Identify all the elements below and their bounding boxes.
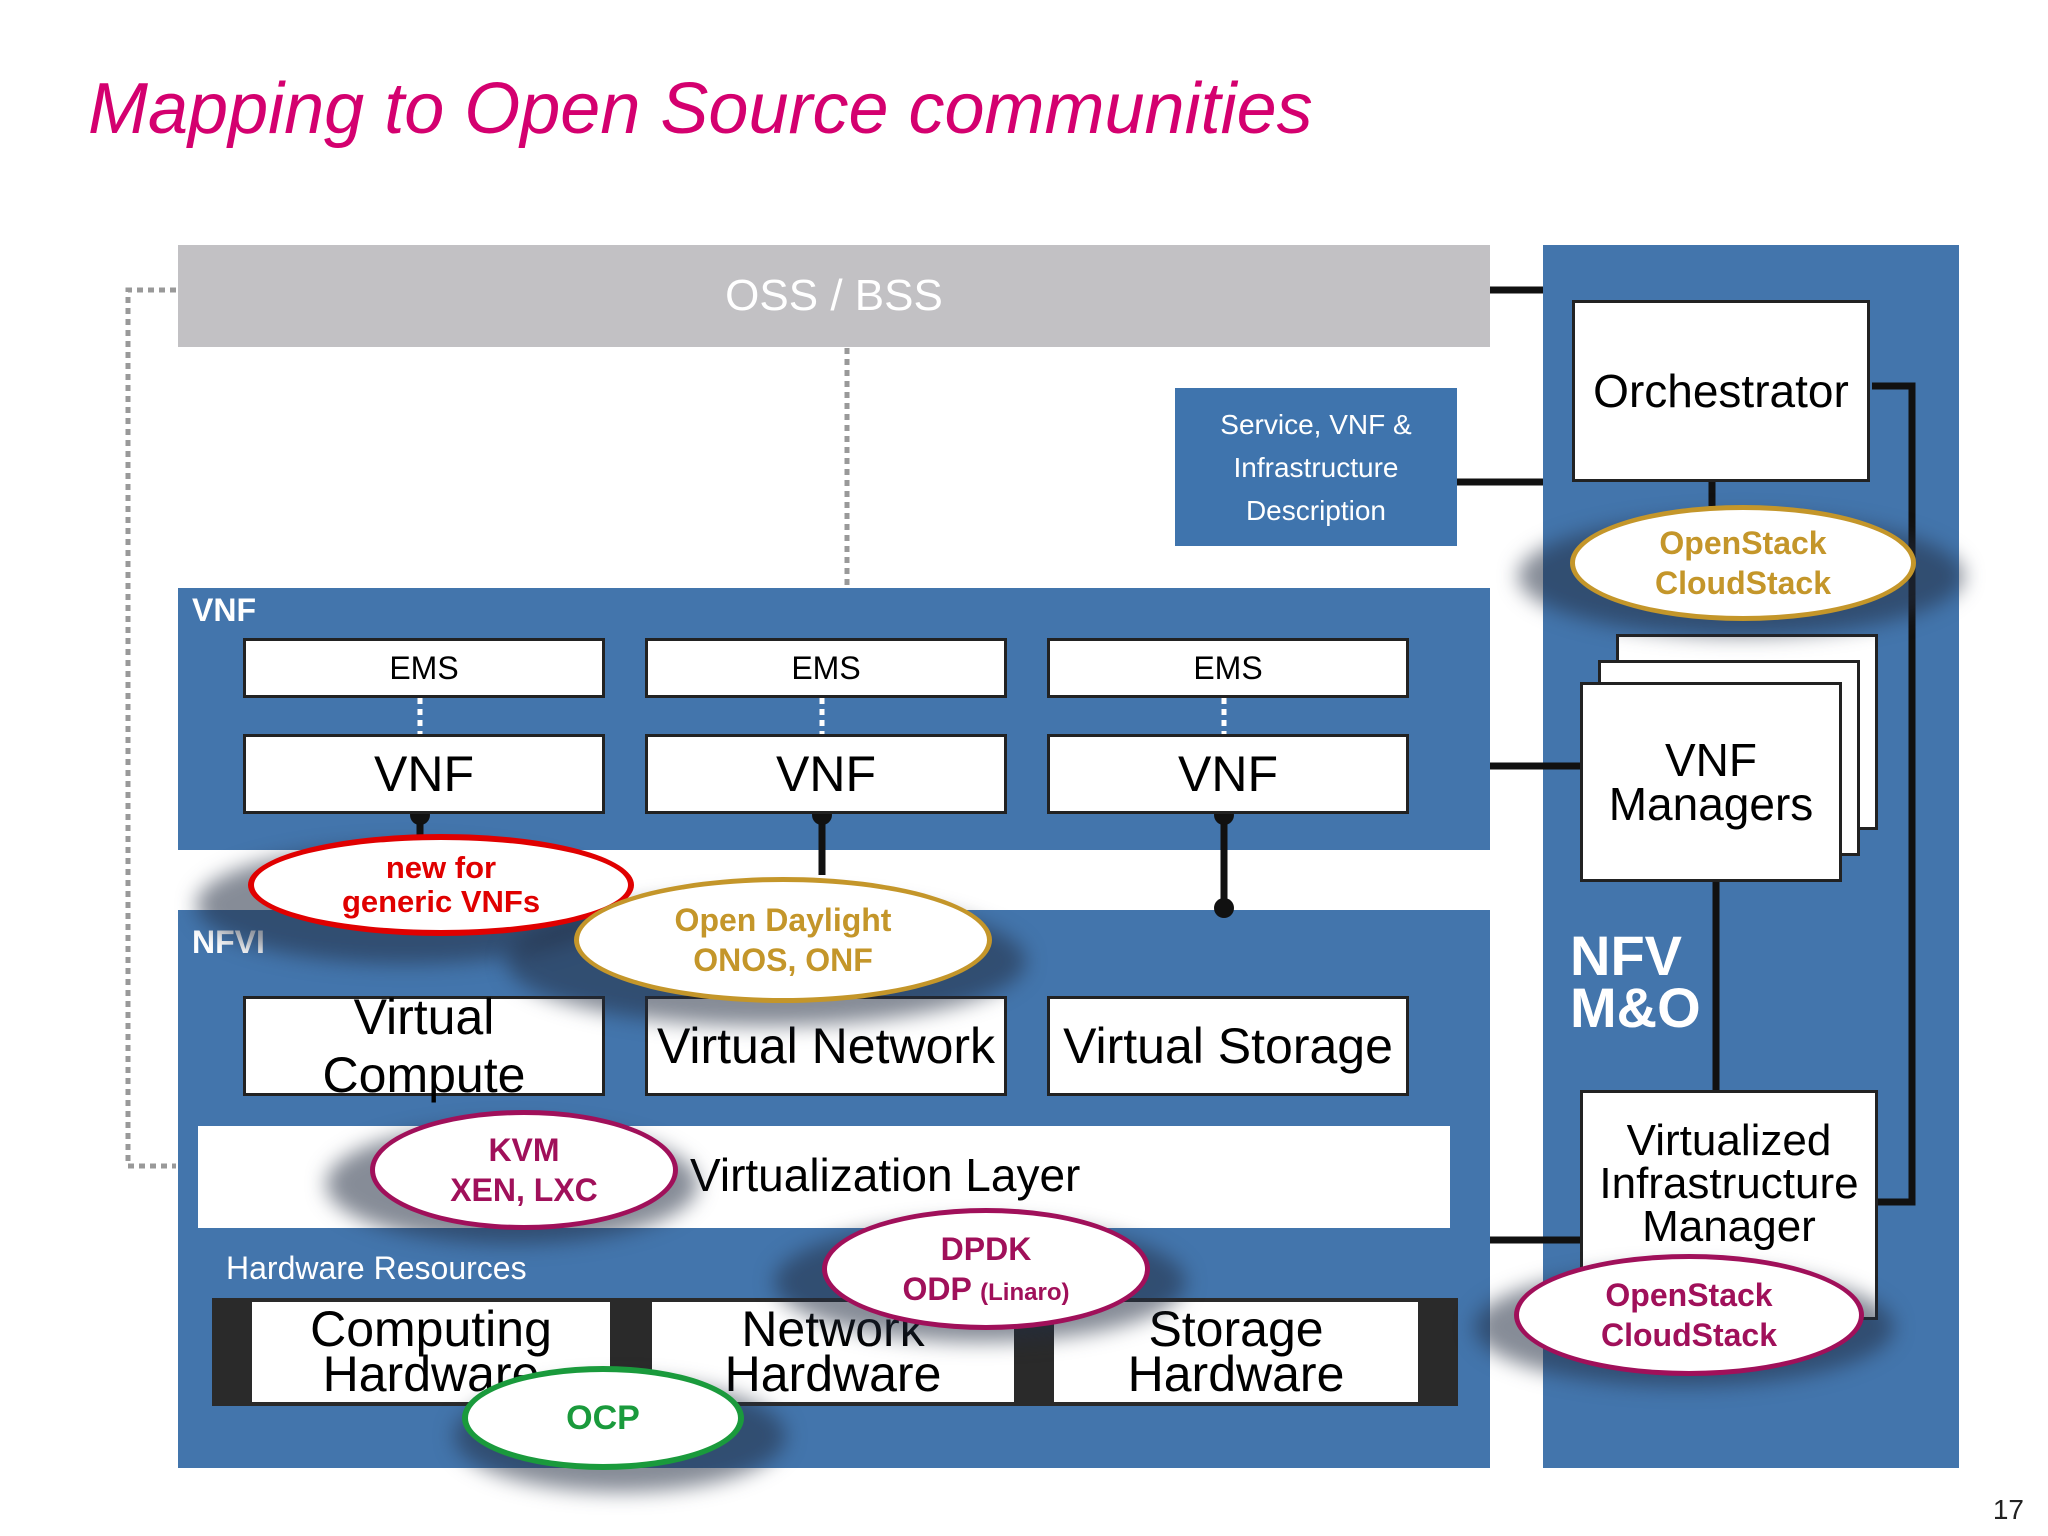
oval-dataplane-line-2: ODP (Linaro): [903, 1269, 1070, 1309]
virtualization-layer-label: Virtualization Layer: [690, 1149, 1081, 1201]
description-line-1: Service, VNF &: [1220, 408, 1412, 440]
oval-vim-openstack: OpenStack CloudStack: [1514, 1254, 1864, 1376]
ems-box-1: EMS: [243, 638, 605, 698]
solid-connectors: [416, 286, 1916, 1244]
description-line-2: Infrastructure: [1233, 451, 1399, 483]
vnf-section-label: VNF: [192, 592, 256, 628]
oval-orchestrator-line-1: OpenStack: [1659, 525, 1827, 561]
vim-line-3: Manager: [1642, 1202, 1816, 1251]
service-description-box: Service, VNF & Infrastructure Descriptio…: [1175, 388, 1457, 546]
oval-generic-vnfs-line-2: generic VNFs: [341, 884, 541, 919]
virtual-compute-box: Virtual Compute: [243, 989, 605, 1103]
orchestrator-box: Orchestrator: [1572, 300, 1870, 482]
oval-generic-vnfs: new for generic VNFs: [248, 834, 634, 936]
vnf-box-3: VNF: [1047, 734, 1409, 814]
oval-dataplane-line-1: DPDK: [940, 1231, 1032, 1267]
oval-vim-line-2: CloudStack: [1600, 1317, 1778, 1353]
oval-network-line-2: ONOS, ONF: [693, 942, 873, 978]
oval-orchestrator-line-2: CloudStack: [1654, 565, 1832, 601]
nfv-mo-label: NFV M&O: [1570, 924, 1701, 1039]
oval-orchestrator-openstack: OpenStack CloudStack: [1570, 505, 1916, 621]
oval-network-line-1: Open Daylight: [674, 902, 892, 938]
vim-line-1: Virtualized: [1626, 1116, 1832, 1165]
storage-hardware-line-2: Hardware: [1127, 1346, 1345, 1402]
oval-hypervisor: KVM XEN, LXC: [370, 1110, 678, 1230]
dotted-oss-left-link: [125, 287, 176, 1169]
oss-bss-bar: OSS / BSS: [178, 245, 1490, 347]
virtual-storage-box: Virtual Storage: [1047, 996, 1409, 1096]
oval-ocp: OCP: [462, 1366, 744, 1470]
oval-generic-vnfs-line-1: new for: [385, 849, 497, 885]
storage-hardware-line-1: Storage: [1148, 1301, 1324, 1357]
hardware-resources-label: Hardware Resources: [226, 1250, 527, 1286]
oval-vim-line-1: OpenStack: [1605, 1277, 1773, 1313]
vnf-box-1: VNF: [243, 734, 605, 814]
vnf-box-2: VNF: [645, 734, 1007, 814]
oval-dataplane: DPDK ODP (Linaro): [822, 1208, 1150, 1330]
connector-dot-4: [1214, 898, 1234, 918]
oval-hypervisor-line-1: KVM: [488, 1132, 560, 1168]
oval-dataplane-linaro: (Linaro): [980, 1279, 1070, 1306]
vnf-managers-box: VNF Managers: [1580, 682, 1842, 882]
vnf-managers-line-2: Managers: [1608, 778, 1814, 830]
page-number: 17: [1992, 1494, 2024, 1525]
ems-box-2: EMS: [645, 638, 1007, 698]
ems-box-3: EMS: [1047, 638, 1409, 698]
vnf-managers-line-1: VNF: [1665, 734, 1757, 786]
oval-network-controllers: Open Daylight ONOS, ONF: [574, 877, 992, 1003]
description-line-3: Description: [1245, 494, 1387, 526]
oval-hypervisor-line-2: XEN, LXC: [450, 1172, 598, 1208]
network-hardware-line-2: Hardware: [724, 1346, 942, 1402]
computing-hardware-line-1: Computing: [310, 1301, 552, 1357]
oval-dataplane-odp: ODP: [902, 1271, 972, 1307]
storage-hardware-box: Storage Hardware: [1054, 1302, 1418, 1402]
vim-line-2: Infrastructure: [1599, 1159, 1859, 1208]
slide-title: Mapping to Open Source communities: [88, 69, 1313, 149]
nfv-mo-line-1: NFV: [1570, 924, 1682, 987]
nfv-mo-line-2: M&O: [1570, 976, 1701, 1039]
